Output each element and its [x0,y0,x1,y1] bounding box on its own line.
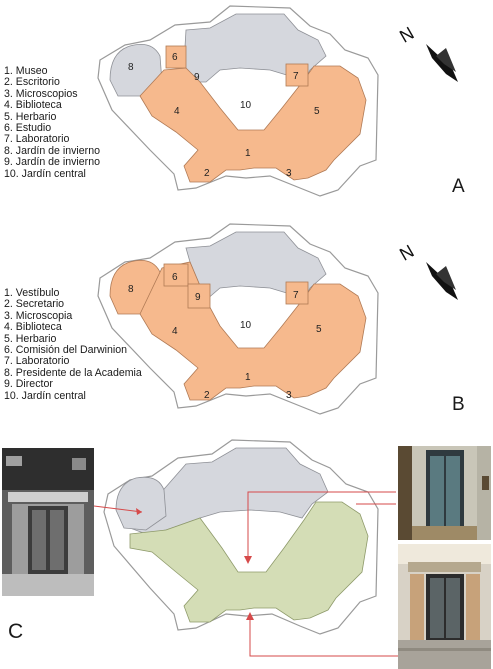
interior-photo-art [398,446,491,540]
room-7-shape [285,281,309,305]
arrow-bottom [249,616,404,657]
legend-item: 4. Biblioteca [4,321,62,334]
arrow-top [247,491,396,560]
legend-item: 6. Comisión del Darwinion [4,344,128,357]
panel-letter-c: C [8,620,24,643]
room-number: 9 [195,292,201,303]
floor-plan-c [93,439,404,657]
room-number: 7 [293,290,299,301]
room-number: 4 [174,106,180,117]
panel-letter-b: B [452,394,465,415]
interior-photo [398,446,491,540]
room-number: 1 [245,148,251,159]
panel-letter-a: A [452,176,465,197]
room-7-shape [285,63,309,87]
panel-b: N 1 2 3 4 5 6 7 8 9 10 1. Vestíbulo 2. S… [0,222,493,438]
arrow-left-head [136,508,142,515]
floor-plan-a-shapes: N [97,5,458,197]
arrow-left [93,505,143,513]
floor-plan-b-shapes: N [97,223,458,415]
room-number: 3 [286,390,292,401]
orange-rooms [139,65,367,183]
room-number: 10 [240,320,252,331]
room-number: 1 [245,372,251,383]
compass-letter: N [396,241,417,265]
legend-item: 8. Presidente de la Academia [4,366,142,379]
legend-item: 8. Jardín de invierno [4,144,100,157]
legend-item: 9. Jardín de invierno [4,156,100,169]
arrows-c [93,491,404,657]
room-number: 6 [172,52,178,63]
room-number: 2 [204,168,210,179]
legend-item: 6. Estudio [4,122,52,135]
green-area [129,501,369,623]
north-arrow-b: N [396,241,458,300]
rounded-room-shape [115,476,167,531]
room-number: 3 [286,168,292,179]
room-number: 8 [128,62,134,73]
room-6-shape [165,45,187,69]
room-8-shape [109,43,163,97]
arrow-bottom-head [246,612,254,620]
compass-letter: N [396,23,417,47]
room-number: 10 [240,100,252,111]
room-number: 8 [128,284,134,295]
room-number: 6 [172,272,178,283]
entrance-photo [398,544,491,669]
north-arrow-a: N [396,23,458,82]
room-number: 5 [314,106,320,117]
room-number: 4 [172,326,178,337]
room-numbers-b: 1 2 3 4 5 6 7 8 9 10 [128,272,322,401]
legend-item: 7. Laboratorio [4,133,70,146]
floor-plan-b: N 1 2 3 4 5 6 7 8 9 10 [97,223,458,415]
legend-b: 1. Vestíbulo 2. Secretario 3. Microscopi… [4,287,142,402]
entrance-photo-art [398,544,491,669]
legend-item: 10. Jardín central [4,389,86,402]
legend-item: 4. Biblioteca [4,99,62,112]
floor-plan-a: N 1 2 3 4 5 6 7 8 9 10 [97,5,458,197]
legend-item: 1. Museo [4,65,48,77]
historic-photo-art [2,448,94,596]
room-9-shape [187,283,211,309]
room-6-shape [163,263,189,287]
room-number: 5 [316,324,322,335]
legend-item: 9. Director [4,378,53,391]
room-number: 9 [194,72,200,83]
room-number: 7 [293,71,299,82]
legend-item: 2. Escritorio [4,76,60,89]
arrow-top-head [244,556,252,564]
legend-item: 7. Laboratorio [4,355,70,368]
room-number: 2 [204,390,210,401]
panel-a: N 1 2 3 4 5 6 7 8 9 10 1. Museo 2. Escri… [0,0,493,222]
legend-item: 2. Secretario [4,298,65,311]
legend-item: 5. Herbario [4,332,57,345]
legend-item: 1. Vestíbulo [4,287,60,299]
legend-item: 3. Microscopia [4,309,73,322]
room-numbers-a: 1 2 3 4 5 6 7 8 9 10 [128,52,320,179]
panel-c: C [0,438,493,669]
legend-item: 5. Herbario [4,110,57,123]
floor-plan-c-shapes [103,439,379,635]
legend-a: 1. Museo 2. Escritorio 3. Microscopios 4… [4,65,100,180]
legend-item: 10. Jardín central [4,167,86,180]
historic-photo [2,448,94,596]
legend-item: 3. Microscopios [4,87,78,100]
